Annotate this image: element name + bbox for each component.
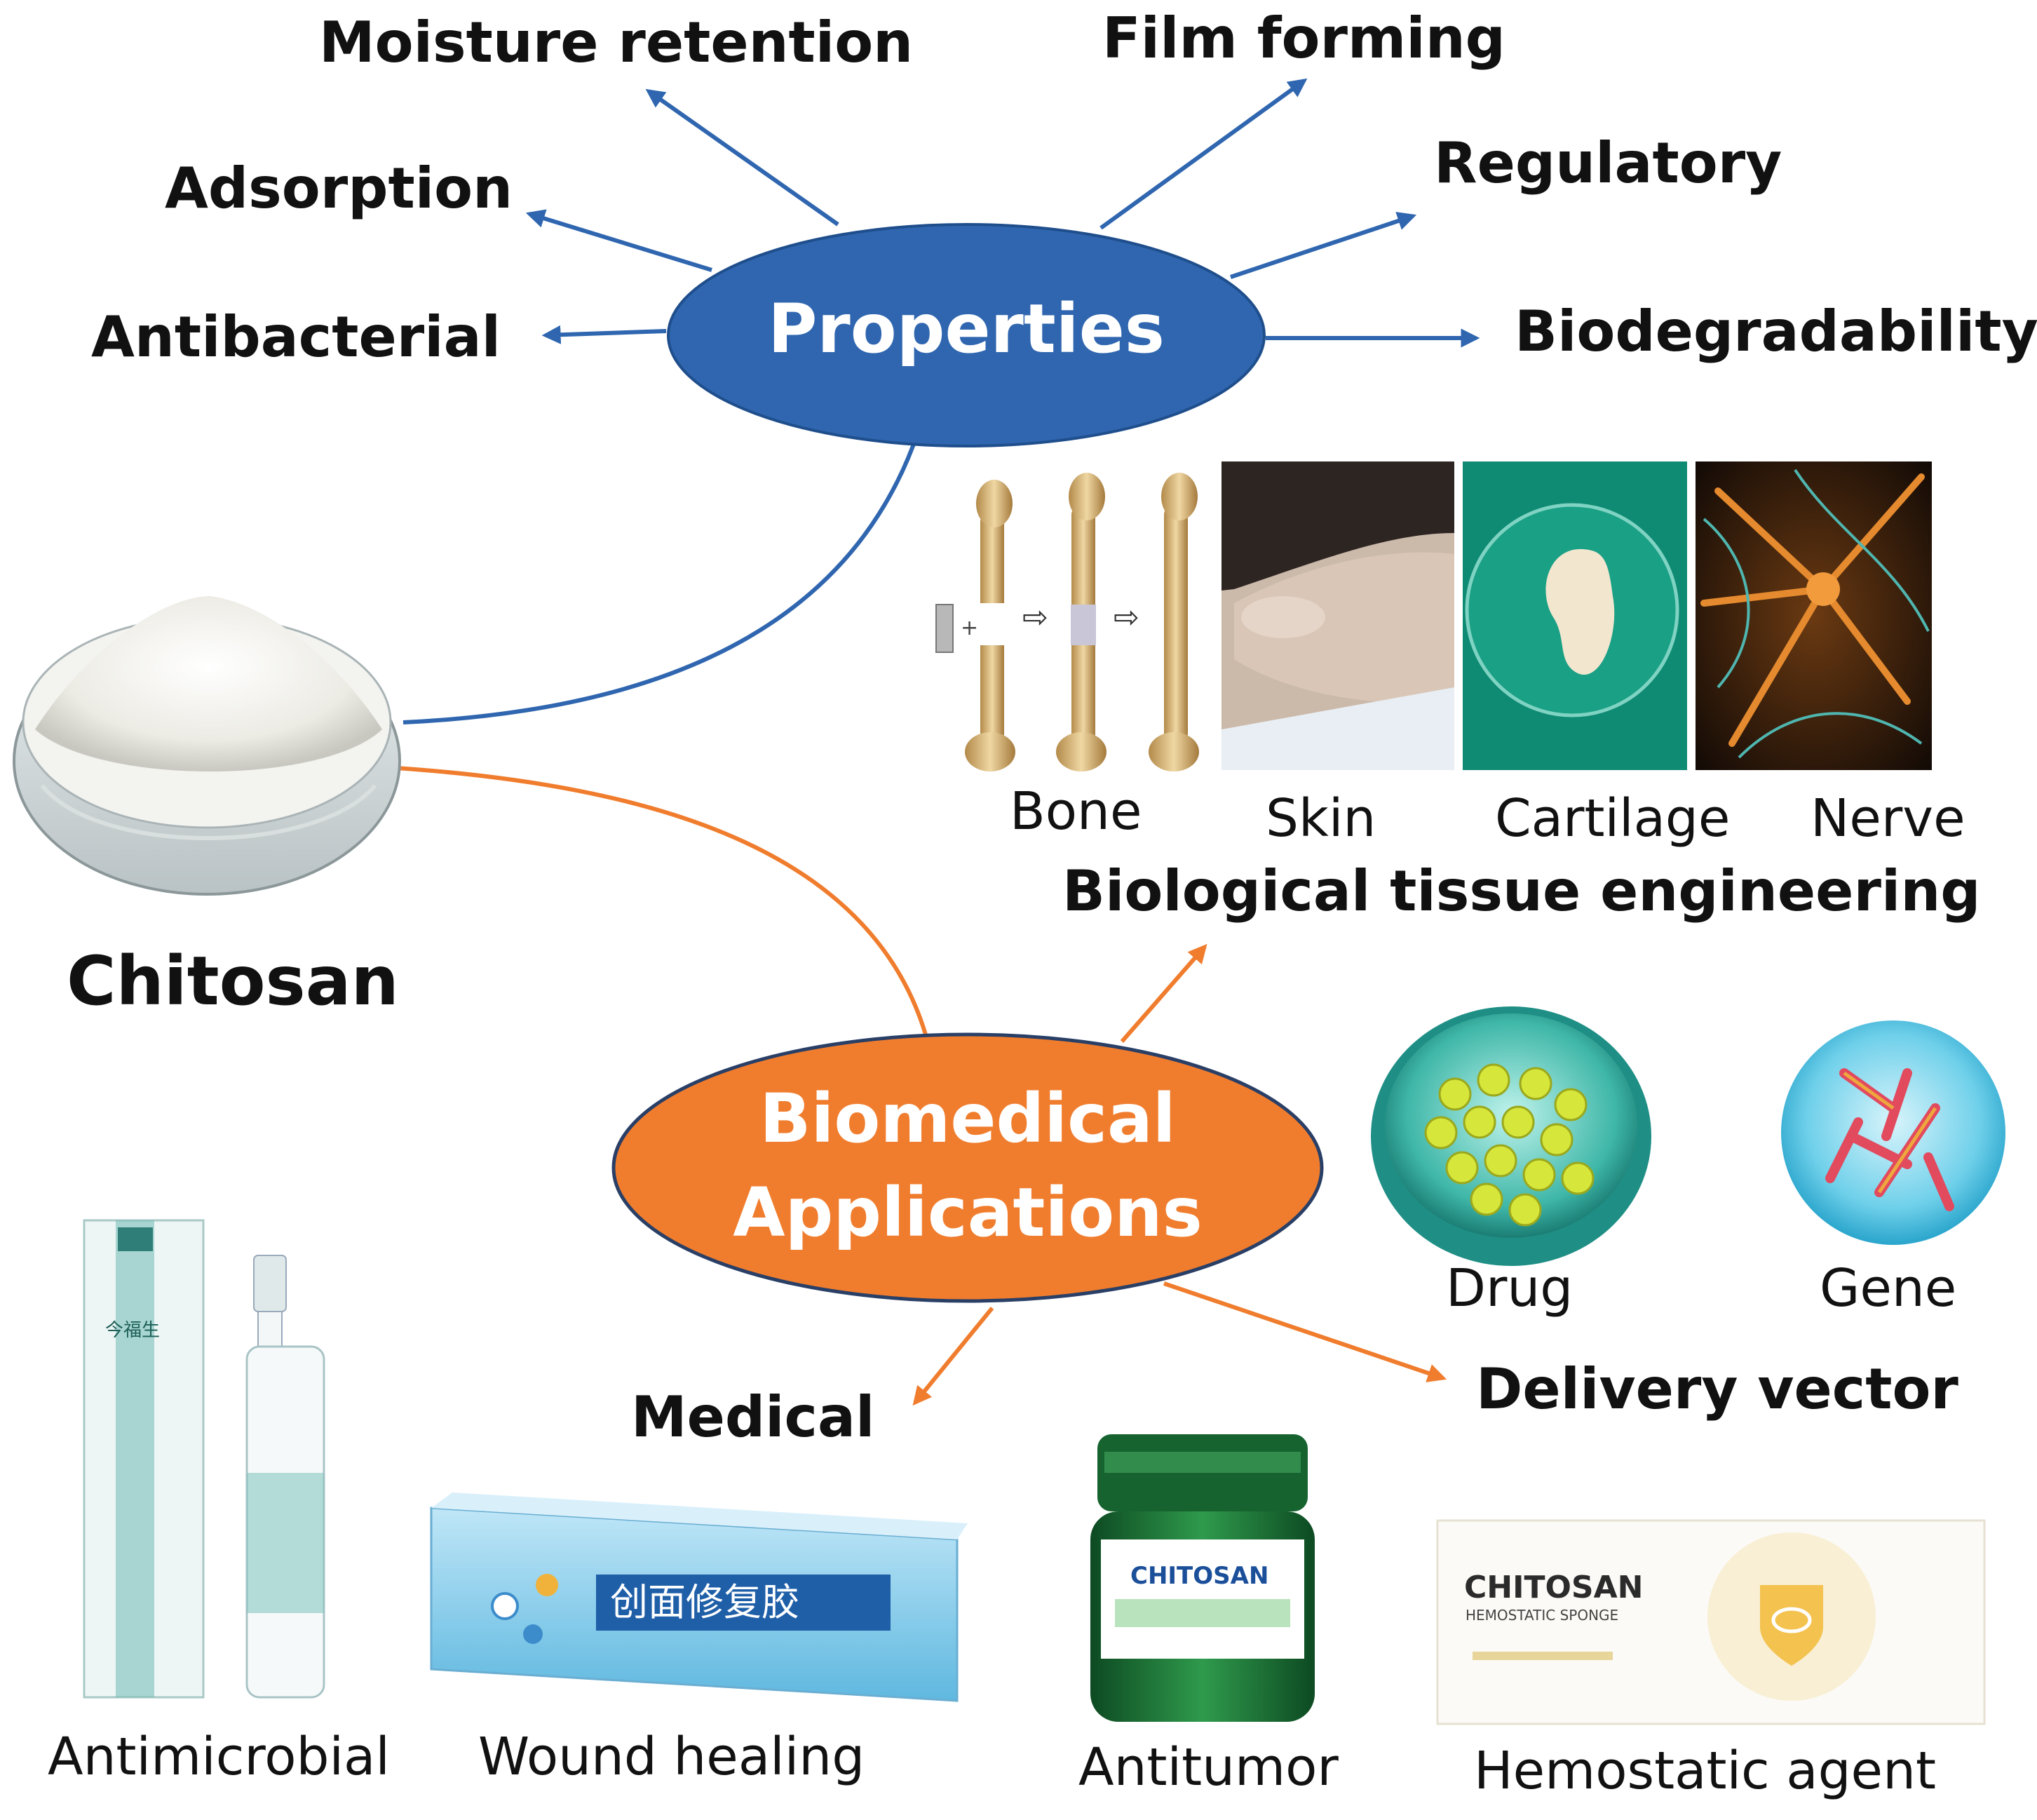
label-antibacterial: Antibacterial — [91, 304, 501, 370]
label-biodegradability: Biodegradability — [1515, 299, 2037, 364]
label-film-forming: Film forming — [1102, 6, 1505, 71]
property-labels: Moisture retention Film forming Adsorpti… — [91, 6, 2037, 370]
cartilage-image — [1463, 461, 1687, 770]
properties-hub: Properties — [667, 223, 1266, 447]
label-wound-healing: Wound healing — [478, 1727, 865, 1787]
property-arrows — [402, 78, 1480, 724]
gene-vector-image — [1781, 1020, 2005, 1245]
label-delivery-vector: Delivery vector — [1476, 1356, 1958, 1422]
label-adsorption: Adsorption — [165, 156, 513, 221]
curve-chitosan-properties — [402, 439, 917, 724]
jar-brand: CHITOSAN — [1130, 1562, 1268, 1590]
biomedical-label-line1: Biomedical — [759, 1079, 1175, 1158]
hemostatic-sponge-image: CHITOSAN HEMOSTATIC SPONGE — [1436, 1519, 1986, 1725]
label-regulatory: Regulatory — [1434, 130, 1782, 196]
label-medical: Medical — [631, 1384, 874, 1450]
biomedical-hub: Biomedical Applications — [611, 1032, 1324, 1303]
chitosan-powder-image — [13, 596, 401, 896]
antitumor-jar-image: CHITOSAN — [1090, 1434, 1315, 1722]
label-hemostatic-agent: Hemostatic agent — [1474, 1741, 1936, 1801]
arrow-film — [1099, 78, 1308, 230]
svg-text:⇨: ⇨ — [1114, 600, 1139, 635]
label-nerve: Nerve — [1811, 788, 1965, 849]
curve-chitosan-biomedical — [395, 766, 928, 1035]
arrow-regulatory — [1230, 212, 1417, 279]
spray-brand: 今福生 — [105, 1320, 160, 1341]
arrow-adsorption — [525, 209, 712, 272]
label-antimicrobial: Antimicrobial — [48, 1727, 390, 1787]
biomedical-label-line2: Applications — [733, 1173, 1202, 1252]
label-skin: Skin — [1266, 788, 1376, 849]
label-chitosan: Chitosan — [67, 942, 399, 1020]
label-biological-tissue-engineering: Biological tissue engineering — [1062, 858, 1981, 924]
bone-image: + ⇨ ⇨ — [935, 473, 1199, 771]
svg-text:⇨: ⇨ — [1022, 600, 1048, 635]
label-moisture-retention: Moisture retention — [319, 10, 913, 75]
label-antitumor: Antitumor — [1078, 1737, 1339, 1798]
tissue-labels: Bone Skin Cartilage Nerve Biological tis… — [1010, 781, 1981, 924]
label-gene: Gene — [1820, 1258, 1956, 1319]
arrow-antibacterial — [541, 325, 667, 344]
antimicrobial-spray-image: 今福生 — [83, 1219, 325, 1699]
sponge-sub: HEMOSTATIC SPONGE — [1466, 1607, 1618, 1624]
label-bone: Bone — [1010, 781, 1142, 842]
properties-label: Properties — [768, 290, 1165, 368]
delivery-labels: Drug Gene Delivery vector — [1446, 1258, 1958, 1422]
svg-text:+: + — [961, 616, 978, 640]
tube-brand: 创面修复胶 — [610, 1580, 799, 1624]
arrow-tissue — [1120, 943, 1207, 1043]
arrow-moisture — [645, 88, 839, 227]
label-cartilage: Cartilage — [1495, 788, 1730, 849]
label-drug: Drug — [1446, 1258, 1573, 1319]
wound-healing-tube-image: 创面修复胶 — [430, 1492, 968, 1702]
nerve-image — [1696, 461, 1932, 770]
arrow-medical — [912, 1307, 994, 1406]
skin-image — [1221, 461, 1454, 770]
arrow-delivery — [1163, 1281, 1447, 1382]
drug-capsule-image — [1371, 1006, 1651, 1266]
application-arrows — [395, 766, 1447, 1406]
sponge-brand: CHITOSAN — [1464, 1570, 1643, 1605]
